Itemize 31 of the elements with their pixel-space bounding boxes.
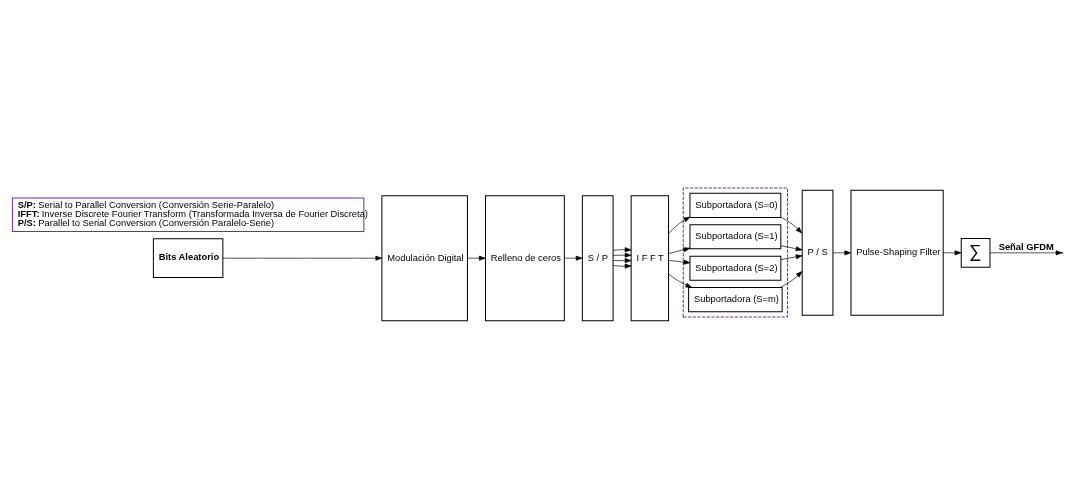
node-box: Relleno de ceros <box>484 194 565 321</box>
node-box: S / P <box>581 194 614 321</box>
arrow <box>668 259 691 265</box>
node-box: Bits Aleatorio <box>152 237 224 278</box>
node-box: I F F T <box>630 194 670 321</box>
node-box: Subportadora (S=2) <box>689 255 782 281</box>
node-box: ∑ <box>960 237 991 268</box>
arrow <box>832 249 852 255</box>
node-box: Pulse-Shaping Filter <box>850 189 944 316</box>
arrow <box>780 216 803 233</box>
arrow <box>613 246 632 252</box>
node-box: Subportadora (S=0) <box>689 192 782 218</box>
edge-label: Señal GFDM <box>998 241 1054 252</box>
node-box: P / S <box>801 189 834 316</box>
arrow <box>668 246 691 254</box>
arrow <box>613 257 632 263</box>
arrow <box>780 244 803 251</box>
node-box: Subportadora (S=1) <box>689 223 782 249</box>
arrow <box>668 216 691 234</box>
arrow <box>613 263 632 269</box>
arrow <box>564 255 583 261</box>
arrow <box>989 249 1063 255</box>
node-box: Modulación Digital <box>381 194 468 321</box>
arrow <box>943 249 962 255</box>
arrow <box>668 273 693 288</box>
arrow <box>467 255 486 261</box>
arrow <box>780 253 803 260</box>
arrow <box>613 252 632 258</box>
arrow <box>222 255 383 261</box>
node-box: Subportadora (S=m) <box>688 286 783 312</box>
arrow <box>779 270 803 288</box>
